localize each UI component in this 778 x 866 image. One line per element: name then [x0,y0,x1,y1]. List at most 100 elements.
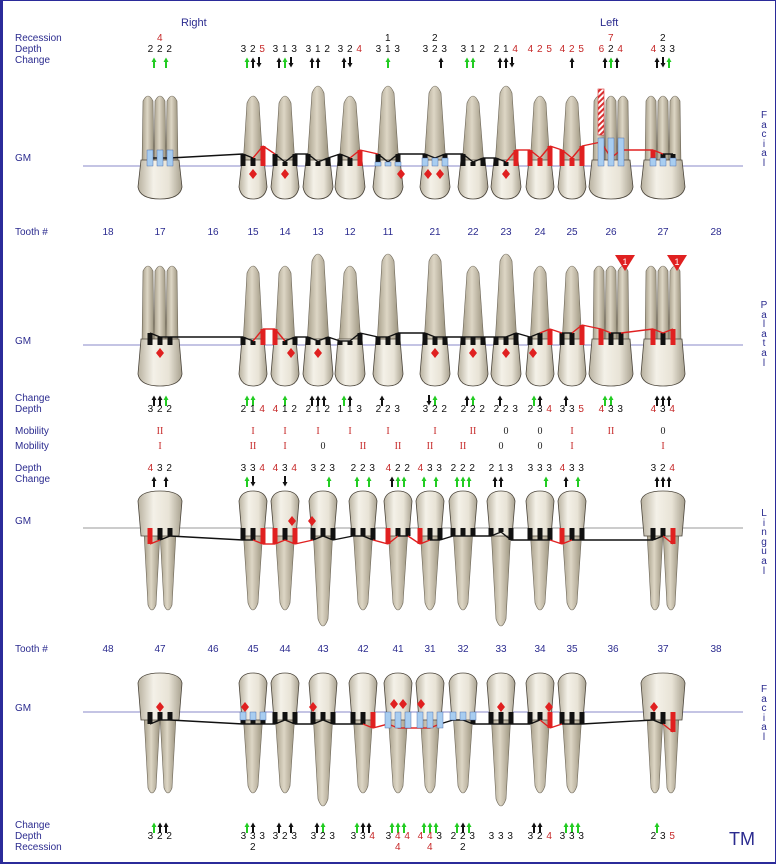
upper-palatal-pocket-bar-21 [442,337,448,345]
tooth-crown-26 [588,159,634,200]
lower-lingual-pocket-bar-43 [330,528,336,540]
tooth-number-26[interactable]: 26 [605,227,617,238]
tooth-number-18[interactable]: 18 [102,227,114,238]
lower-lingual-attachment-line [387,535,399,545]
arrow-up-icon [276,55,282,68]
depth-value: 2 [166,404,173,415]
tooth-number-28[interactable]: 28 [710,227,722,238]
tooth-number-44[interactable]: 44 [279,644,291,655]
lower-mobility-32: II [459,441,467,452]
arrow-up-icon [654,55,660,68]
tooth-root-13 [306,85,330,167]
lower-facial-depth-44: 3 2 3 [273,831,298,842]
upper-facial-depth-26: 6 2 4 [599,44,624,55]
tooth-number-12[interactable]: 12 [344,227,356,238]
depth-value: 2 [431,44,439,55]
tooth-number-32[interactable]: 32 [457,644,469,655]
tooth-root-44 [274,711,296,794]
furcation-triangle-icon-26 [615,255,635,271]
arrow-up-icon [250,820,256,833]
upper-palatal-attachment-line [327,336,341,342]
tooth-number-23[interactable]: 23 [500,227,512,238]
depth-value: 4 [272,404,279,415]
tooth-number-31[interactable]: 31 [424,644,436,655]
blank-slot [392,393,397,404]
tooth-number-25[interactable]: 25 [566,227,578,238]
tooth-number-35[interactable]: 35 [566,644,578,655]
lower-lingual-depth-31: 4 3 3 [418,463,443,474]
tooth-root-27 [656,265,670,346]
tooth-number-21[interactable]: 21 [429,227,441,238]
upper-palatal-pocket-bar-25 [559,333,565,345]
lower-facial-pocket-bar-37 [660,712,666,724]
upper-mobility-26: II [607,426,615,437]
arrow-up-green-icon [531,393,537,406]
upper-palatal-change-15 [244,393,262,406]
tooth-root-42 [352,527,374,611]
tooth-root-14 [274,265,296,346]
tooth-root-13 [306,253,330,346]
depth-value: 3 [240,44,247,55]
upper-mobility-12: I [348,426,352,437]
upper-facial-attachment-line [529,149,541,159]
lower-facial-depth-35: 3 3 3 [560,831,585,842]
tooth-number-45[interactable]: 45 [247,644,259,655]
lower-lingual-attachment-line [252,539,264,545]
arrow-up-green-icon [250,393,256,406]
upper-facial-depth-22: 3 1 2 [461,44,486,55]
upper-palatal-attachment-line [387,332,399,338]
upper-facial-attachment-line [472,157,484,163]
tooth-number-48[interactable]: 48 [102,644,114,655]
tooth-number-47[interactable]: 47 [154,644,166,655]
blank-slot [532,474,537,485]
upper-facial-attachment-line [539,145,551,159]
arrow-up-green-icon [341,393,347,406]
blank-slot [257,820,262,831]
upper-palatal-depth-13: 2 1 2 [306,404,331,415]
tooth-number-13[interactable]: 13 [312,227,324,238]
arrow-down-icon [288,55,294,68]
tooth-crown-35 [557,672,587,721]
upper-palatal-pocket-bar-26 [608,333,614,345]
tooth-root-45 [242,711,264,794]
lower-facial-attachment-line [549,723,563,729]
tooth-number-33[interactable]: 33 [495,644,507,655]
tooth-number-16[interactable]: 16 [207,227,219,238]
tooth-number-17[interactable]: 17 [154,227,166,238]
tooth-number-24[interactable]: 24 [534,227,546,238]
depth-value: 2 [527,404,534,415]
tooth-number-11[interactable]: 11 [382,227,394,238]
depth-value: 3 [568,831,576,842]
arrow-up-green-icon [433,820,439,833]
arrow-up-green-icon [326,474,332,487]
lower-lingual-pocket-bar-45 [260,528,266,544]
tooth-crown-22 [457,159,489,200]
tooth-number-37[interactable]: 37 [657,644,669,655]
depth-value: 2 [147,44,154,55]
depth-value: 4 [650,404,657,415]
bleeding-diamond-icon [502,169,510,179]
tooth-number-27[interactable]: 27 [657,227,669,238]
tooth-number-15[interactable]: 15 [247,227,259,238]
tooth-number-36[interactable]: 36 [607,644,619,655]
tooth-number-38[interactable]: 38 [710,644,722,655]
tooth-number-42[interactable]: 42 [357,644,369,655]
tooth-number-14[interactable]: 14 [279,227,291,238]
tooth-root-42 [352,711,374,794]
upper-facial-depth-15: 3 2 5 [241,44,266,55]
tooth-number-41[interactable]: 41 [392,644,404,655]
upper-palatal-pocket-bar-13 [315,341,321,345]
lower-lingual-depth-label: Depth [15,463,42,474]
tooth-number-22[interactable]: 22 [467,227,479,238]
depth-value: 3 [422,44,429,55]
arrow-up-green-icon [466,474,472,487]
tooth-number-34[interactable]: 34 [534,644,546,655]
tooth-number-46[interactable]: 46 [207,644,219,655]
tooth-root-27 [644,95,658,167]
lower-facial-recession-45: 2 [249,842,257,853]
upper-facial-recession-fill-17 [146,149,154,167]
arrow-up-icon [498,474,504,487]
arrow-up-green-icon [320,820,326,833]
arrow-up-icon [569,55,575,68]
tooth-number-43[interactable]: 43 [317,644,329,655]
